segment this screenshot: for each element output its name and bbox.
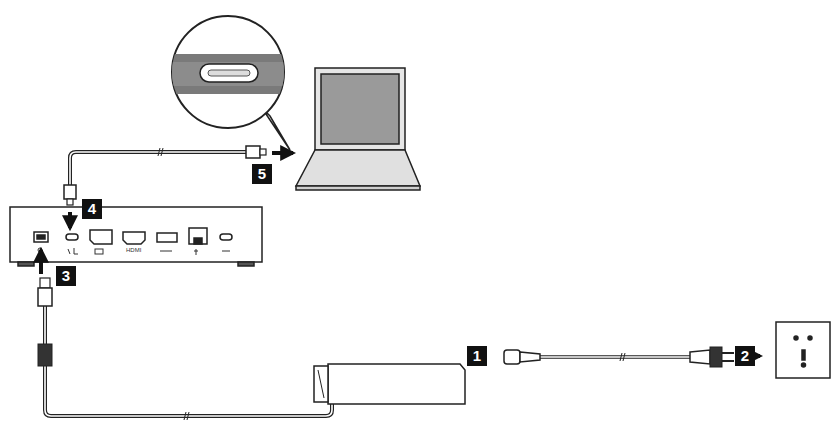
- callout-number: 1: [467, 346, 487, 366]
- ac-cord: [504, 347, 734, 367]
- direction-arrows: [41, 153, 760, 356]
- callout-number: 3: [56, 266, 76, 286]
- callout-number: 2: [735, 346, 755, 366]
- wall-outlet: [776, 322, 830, 378]
- callout-number: 4: [82, 199, 102, 219]
- port-label: HDMI: [126, 247, 141, 254]
- usb-c-cable: [64, 146, 266, 205]
- laptop: [296, 68, 420, 190]
- callout-number: 5: [252, 164, 272, 184]
- power-adapter: [314, 364, 465, 404]
- port-icons: [38, 248, 230, 255]
- zoom-callout: [160, 16, 300, 150]
- dc-cable: [38, 278, 332, 420]
- dock: [10, 207, 262, 266]
